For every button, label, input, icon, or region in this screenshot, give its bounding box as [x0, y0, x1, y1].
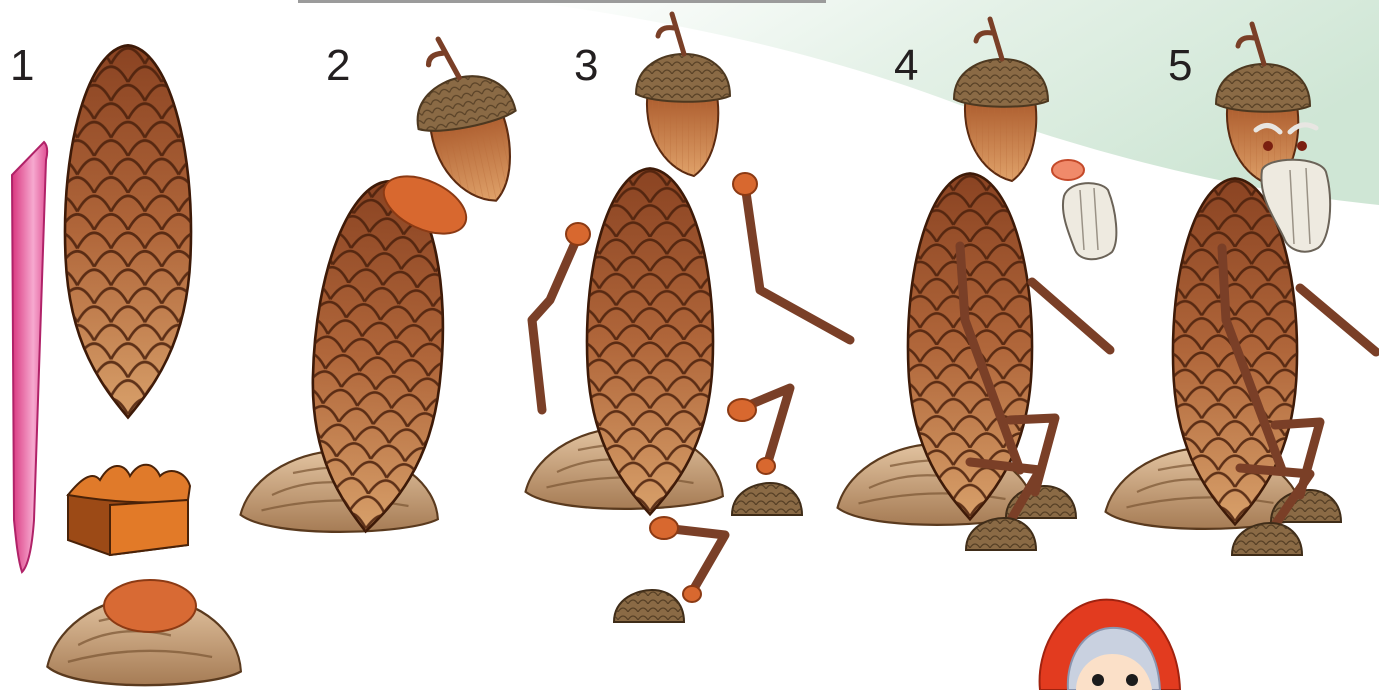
plasticine-patch	[104, 580, 196, 632]
peeking-character	[1040, 600, 1180, 690]
step-number-4: 4	[894, 44, 918, 88]
step-number-5: 5	[1168, 44, 1192, 88]
step-1-materials	[12, 45, 241, 685]
pine-cone	[65, 45, 191, 417]
plasticine-block	[68, 465, 190, 555]
step-2-assembly	[241, 26, 534, 535]
twig-leg-upper	[728, 388, 790, 474]
step-number-3: 3	[574, 44, 598, 88]
twig-arm-left	[532, 223, 590, 410]
beard-piece	[1052, 160, 1116, 259]
step-number-1: 1	[10, 44, 34, 88]
step-3-parts	[526, 14, 851, 622]
twig-arm-right	[1032, 282, 1110, 350]
step-number-2: 2	[326, 44, 350, 88]
acorn-cap-foot	[732, 483, 802, 515]
twig-arm-right	[733, 173, 850, 340]
twig-arm-right	[1300, 288, 1376, 352]
acorn-head	[636, 14, 730, 176]
acorn-cap-foot	[614, 590, 684, 622]
twig-leg-lower	[650, 517, 725, 602]
plastic-knife	[12, 142, 47, 572]
top-rule	[298, 0, 826, 3]
